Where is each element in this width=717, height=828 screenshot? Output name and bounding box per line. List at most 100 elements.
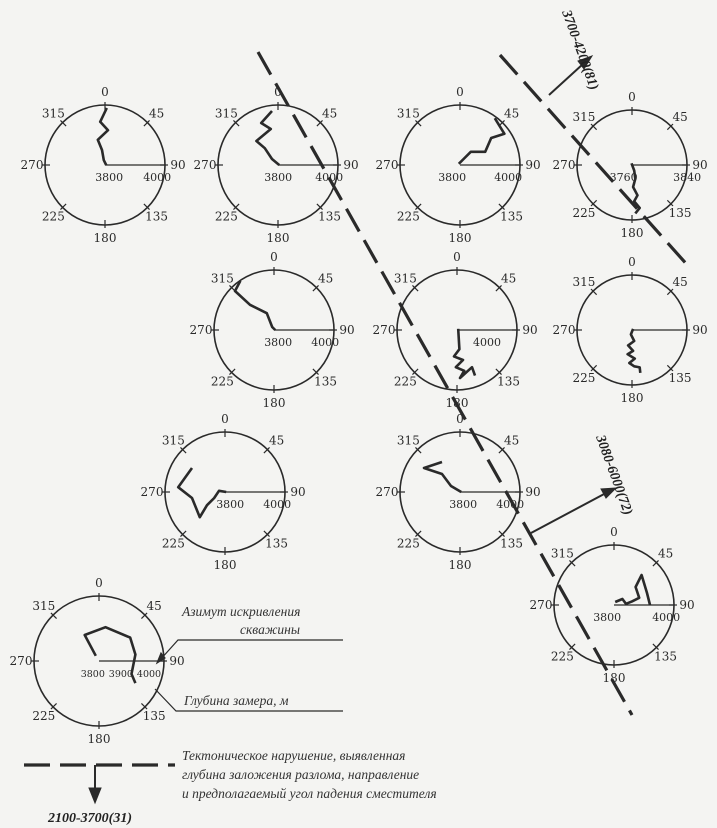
legend-azimuth-line2: скважины <box>240 622 300 637</box>
direction-label: 0 <box>628 90 636 104</box>
direction-label: 0 <box>270 250 278 264</box>
direction-label: 270 <box>190 323 213 337</box>
direction-label: 45 <box>658 546 673 560</box>
direction-label: 270 <box>553 158 576 172</box>
rosette-tick <box>415 447 422 454</box>
direction-label: 45 <box>147 599 162 613</box>
rosette-tick <box>143 120 150 127</box>
direction-label: 315 <box>397 433 420 447</box>
direction-label: 180 <box>621 226 644 240</box>
rosette-tick <box>316 203 323 210</box>
direction-label: 270 <box>530 598 553 612</box>
rosette-tick <box>60 120 67 127</box>
direction-label: 225 <box>211 375 234 389</box>
rosette-tick <box>569 560 576 567</box>
depth-label: 3800 <box>264 336 292 349</box>
azimuth-trace <box>457 117 506 165</box>
direction-label: 315 <box>397 106 420 120</box>
direction-label: 315 <box>394 271 417 285</box>
legend-fault-line2: глубина заложения разлома, направление <box>182 767 419 782</box>
azimuth-trace <box>422 460 462 494</box>
azimuth-trace <box>96 107 110 166</box>
rosette-tick <box>263 447 270 454</box>
azimuth-trace <box>452 328 477 380</box>
direction-label: 45 <box>149 106 164 120</box>
azimuth-trace <box>255 110 281 166</box>
rosette-tick <box>495 368 502 375</box>
direction-label: 90 <box>692 323 707 337</box>
legend-depth-leader <box>154 688 343 712</box>
depth-label: 4000 <box>143 171 171 184</box>
fault-arrow-east <box>548 55 594 96</box>
direction-label: 90 <box>692 158 707 172</box>
rosette-tick <box>180 530 187 537</box>
rosette-tick <box>666 199 674 207</box>
legend-azimuth-line1: Азимут искривления <box>181 604 300 619</box>
depth-label: 4000 <box>652 611 680 624</box>
legend-fault-line3: и предполагаемый угол падения сместителя <box>182 786 437 801</box>
depth-label: 4000 <box>311 336 339 349</box>
direction-label: 180 <box>449 558 472 572</box>
direction-label: 45 <box>672 275 687 289</box>
rosette-tick <box>652 560 659 567</box>
direction-label: 135 <box>497 375 520 389</box>
rosette-tick <box>590 123 598 131</box>
direction-label: 270 <box>10 654 33 668</box>
direction-label: 180 <box>267 231 290 245</box>
depth-label: 3800 <box>95 171 123 184</box>
direction-label: 180 <box>94 231 117 245</box>
rosette-tick <box>666 123 674 131</box>
rosette-tick <box>312 368 319 375</box>
direction-label: 135 <box>500 537 523 551</box>
direction-label: 225 <box>397 210 420 224</box>
direction-label: 225 <box>397 537 420 551</box>
direction-label: 90 <box>339 323 354 337</box>
direction-label: 0 <box>628 255 636 269</box>
direction-label: 315 <box>42 106 65 120</box>
rosette-tick <box>263 530 270 537</box>
rosette-tick <box>50 703 57 710</box>
direction-label: 225 <box>572 371 595 385</box>
direction-label: 0 <box>221 412 229 426</box>
direction-label: 225 <box>162 537 185 551</box>
direction-label: 315 <box>32 599 55 613</box>
direction-label: 0 <box>274 85 282 99</box>
depth-label: 3800 <box>216 498 244 511</box>
direction-label: 45 <box>322 106 337 120</box>
direction-label: 135 <box>500 210 523 224</box>
rosette-tick <box>569 643 576 650</box>
depth-label: 3800 <box>438 171 466 184</box>
legend-depth-label: Глубина замера, м <box>183 693 289 708</box>
direction-label: 315 <box>572 110 595 124</box>
depth-label: 3840 <box>673 171 701 184</box>
depth-label: 4000 <box>263 498 291 511</box>
direction-label: 225 <box>215 210 238 224</box>
depth-label: 3760 <box>610 171 638 184</box>
azimuth-trace <box>83 625 137 684</box>
direction-label: 0 <box>95 576 103 590</box>
fault-label-east: 3700-4200(81) <box>558 7 601 92</box>
direction-label: 90 <box>525 485 540 499</box>
rosette-tick <box>666 288 674 296</box>
rosette-tick <box>415 203 422 210</box>
direction-label: 135 <box>314 375 337 389</box>
azimuth-trace <box>630 162 642 215</box>
direction-label: 180 <box>603 671 626 685</box>
rosette-tick <box>60 203 67 210</box>
direction-label: 0 <box>453 250 461 264</box>
direction-label: 135 <box>145 210 168 224</box>
direction-label: 135 <box>318 210 341 224</box>
direction-label: 45 <box>501 271 516 285</box>
rosette-tick <box>50 612 57 619</box>
rosette-tick <box>412 285 419 292</box>
direction-label: 90 <box>679 598 694 612</box>
depth-label: 3800 <box>264 171 292 184</box>
rosette-tick <box>666 364 674 372</box>
depth-label: 4000 <box>496 498 524 511</box>
